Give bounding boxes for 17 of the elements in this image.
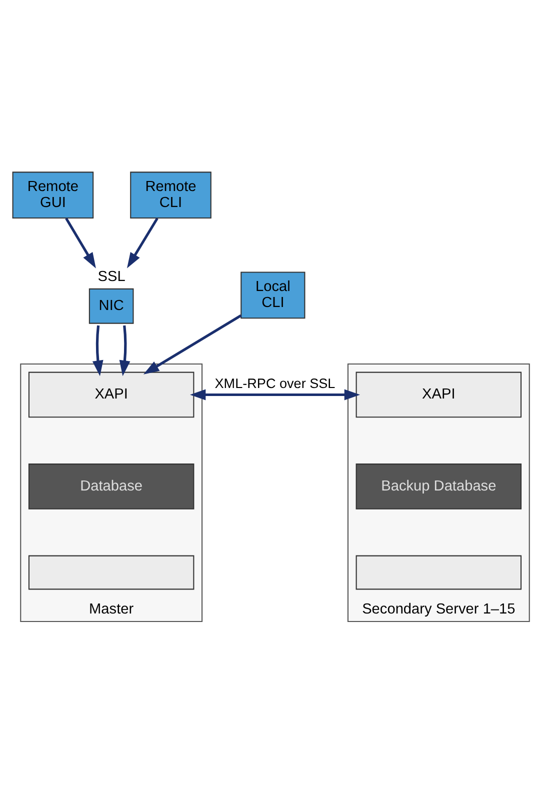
arrow [143,314,242,374]
node-box: XAPI [28,372,194,418]
node-box: Remote CLI [130,172,212,219]
node-label: SSL [98,268,126,285]
arrow [119,325,130,376]
arrow [92,325,104,376]
node-box: Database [28,464,194,510]
node-bar [356,555,522,590]
node-box: XAPI [356,372,522,418]
arrow [65,218,96,268]
arrow [127,218,158,268]
node-box: Local CLI [240,272,306,319]
node-bar [28,555,194,590]
node-box: Backup Database [356,464,522,510]
edge-label: XML-RPC over SSL [214,376,336,391]
node-box: Remote GUI [12,172,94,219]
arrow [190,389,360,400]
